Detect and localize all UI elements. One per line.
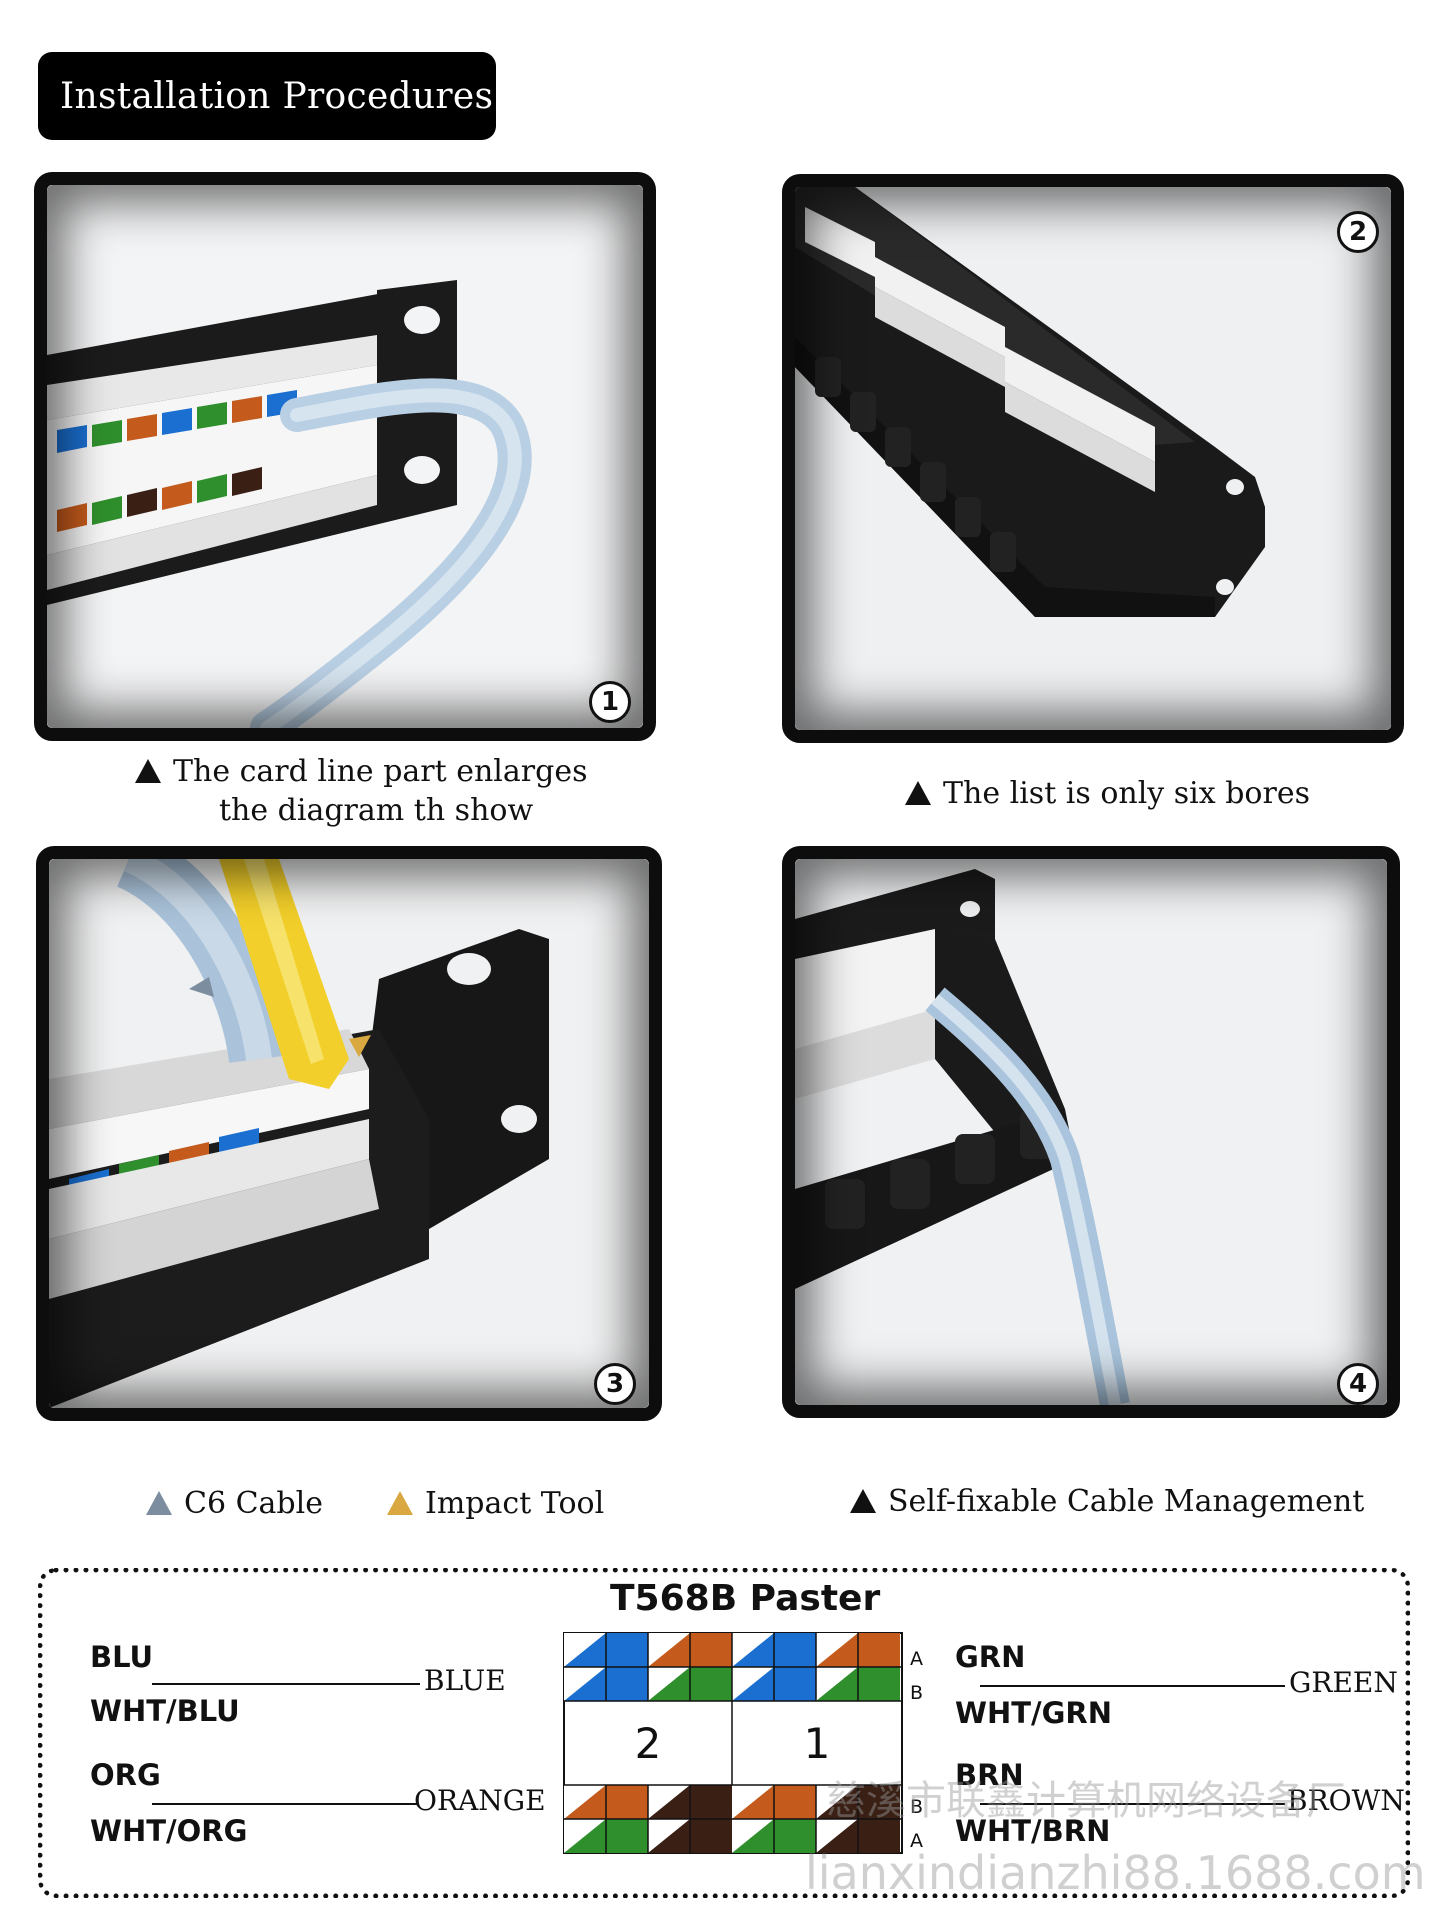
page-title: Installation Procedures [38, 52, 496, 140]
row-label-a-bottom: A [910, 1830, 923, 1852]
divider-line [152, 1683, 420, 1685]
punch-down-tool-illustration [49, 859, 649, 1408]
cable-management-illustration [795, 859, 1387, 1405]
port-number-2: 2 [635, 1719, 662, 1768]
bottom-color-row [564, 1784, 902, 1853]
row-label-b-top: B [910, 1682, 924, 1704]
gray-triangle-marker-icon [146, 1491, 172, 1515]
photo-step-3: 3 [36, 846, 662, 1421]
label-org: ORG [90, 1758, 161, 1792]
step-number-badge: 4 [1337, 1363, 1379, 1405]
t568b-paster-panel [38, 1568, 1410, 1898]
label-wht-blu: WHT/BLU [90, 1694, 240, 1728]
row-label-a-top: A [910, 1648, 923, 1670]
label-green: GREEN [1289, 1666, 1398, 1699]
patch-panel-closeup-illustration [47, 185, 643, 728]
step-4-caption: Self-fixable Cable Management [850, 1482, 1364, 1522]
triangle-marker-icon [905, 781, 931, 805]
gold-triangle-marker-icon [387, 1491, 413, 1515]
step-1-caption-line2: the diagram th show [219, 793, 534, 828]
triangle-marker-icon [135, 759, 161, 783]
label-blu: BLU [90, 1640, 154, 1674]
label-grn: GRN [955, 1640, 1026, 1674]
divider-line [152, 1803, 418, 1805]
step-3-caption-tool: Impact Tool [387, 1484, 604, 1524]
label-brown: BROWN [1287, 1784, 1405, 1817]
step-number-badge: 3 [594, 1363, 636, 1405]
photo-step-1: 1 [34, 172, 656, 741]
label-wht-grn: WHT/GRN [955, 1696, 1113, 1730]
divider-line [980, 1685, 1285, 1687]
step-number-badge: 2 [1337, 211, 1379, 253]
port-number-1: 1 [804, 1719, 831, 1768]
label-brn: BRN [955, 1758, 1024, 1792]
step-3-caption-cable: C6 Cable [146, 1484, 323, 1524]
step-2-caption: The list is only six bores [905, 774, 1310, 814]
watermark-chinese: 慈溪市联鑫计算机网络设备厂 [826, 1778, 1346, 1824]
watermark-url: lianxindianzhi88.1688.com [805, 1846, 1426, 1900]
divider-line [980, 1803, 1285, 1805]
patch-panel-rear-illustration [795, 187, 1391, 730]
paster-title: T568B Paster [610, 1578, 881, 1619]
step-number-badge: 1 [589, 681, 631, 723]
photo-step-2: 2 [782, 174, 1404, 743]
step-1-caption: The card line part enlarges [135, 752, 587, 792]
t568b-color-code-diagram: 2 1 [563, 1632, 903, 1854]
label-wht-org: WHT/ORG [90, 1814, 248, 1848]
triangle-marker-icon [850, 1489, 876, 1513]
photo-step-4: 4 [782, 846, 1400, 1418]
label-blue: BLUE [424, 1664, 506, 1697]
row-label-b-bottom: B [910, 1796, 924, 1818]
label-wht-brn: WHT/BRN [955, 1814, 1111, 1848]
label-orange: ORANGE [414, 1784, 546, 1817]
